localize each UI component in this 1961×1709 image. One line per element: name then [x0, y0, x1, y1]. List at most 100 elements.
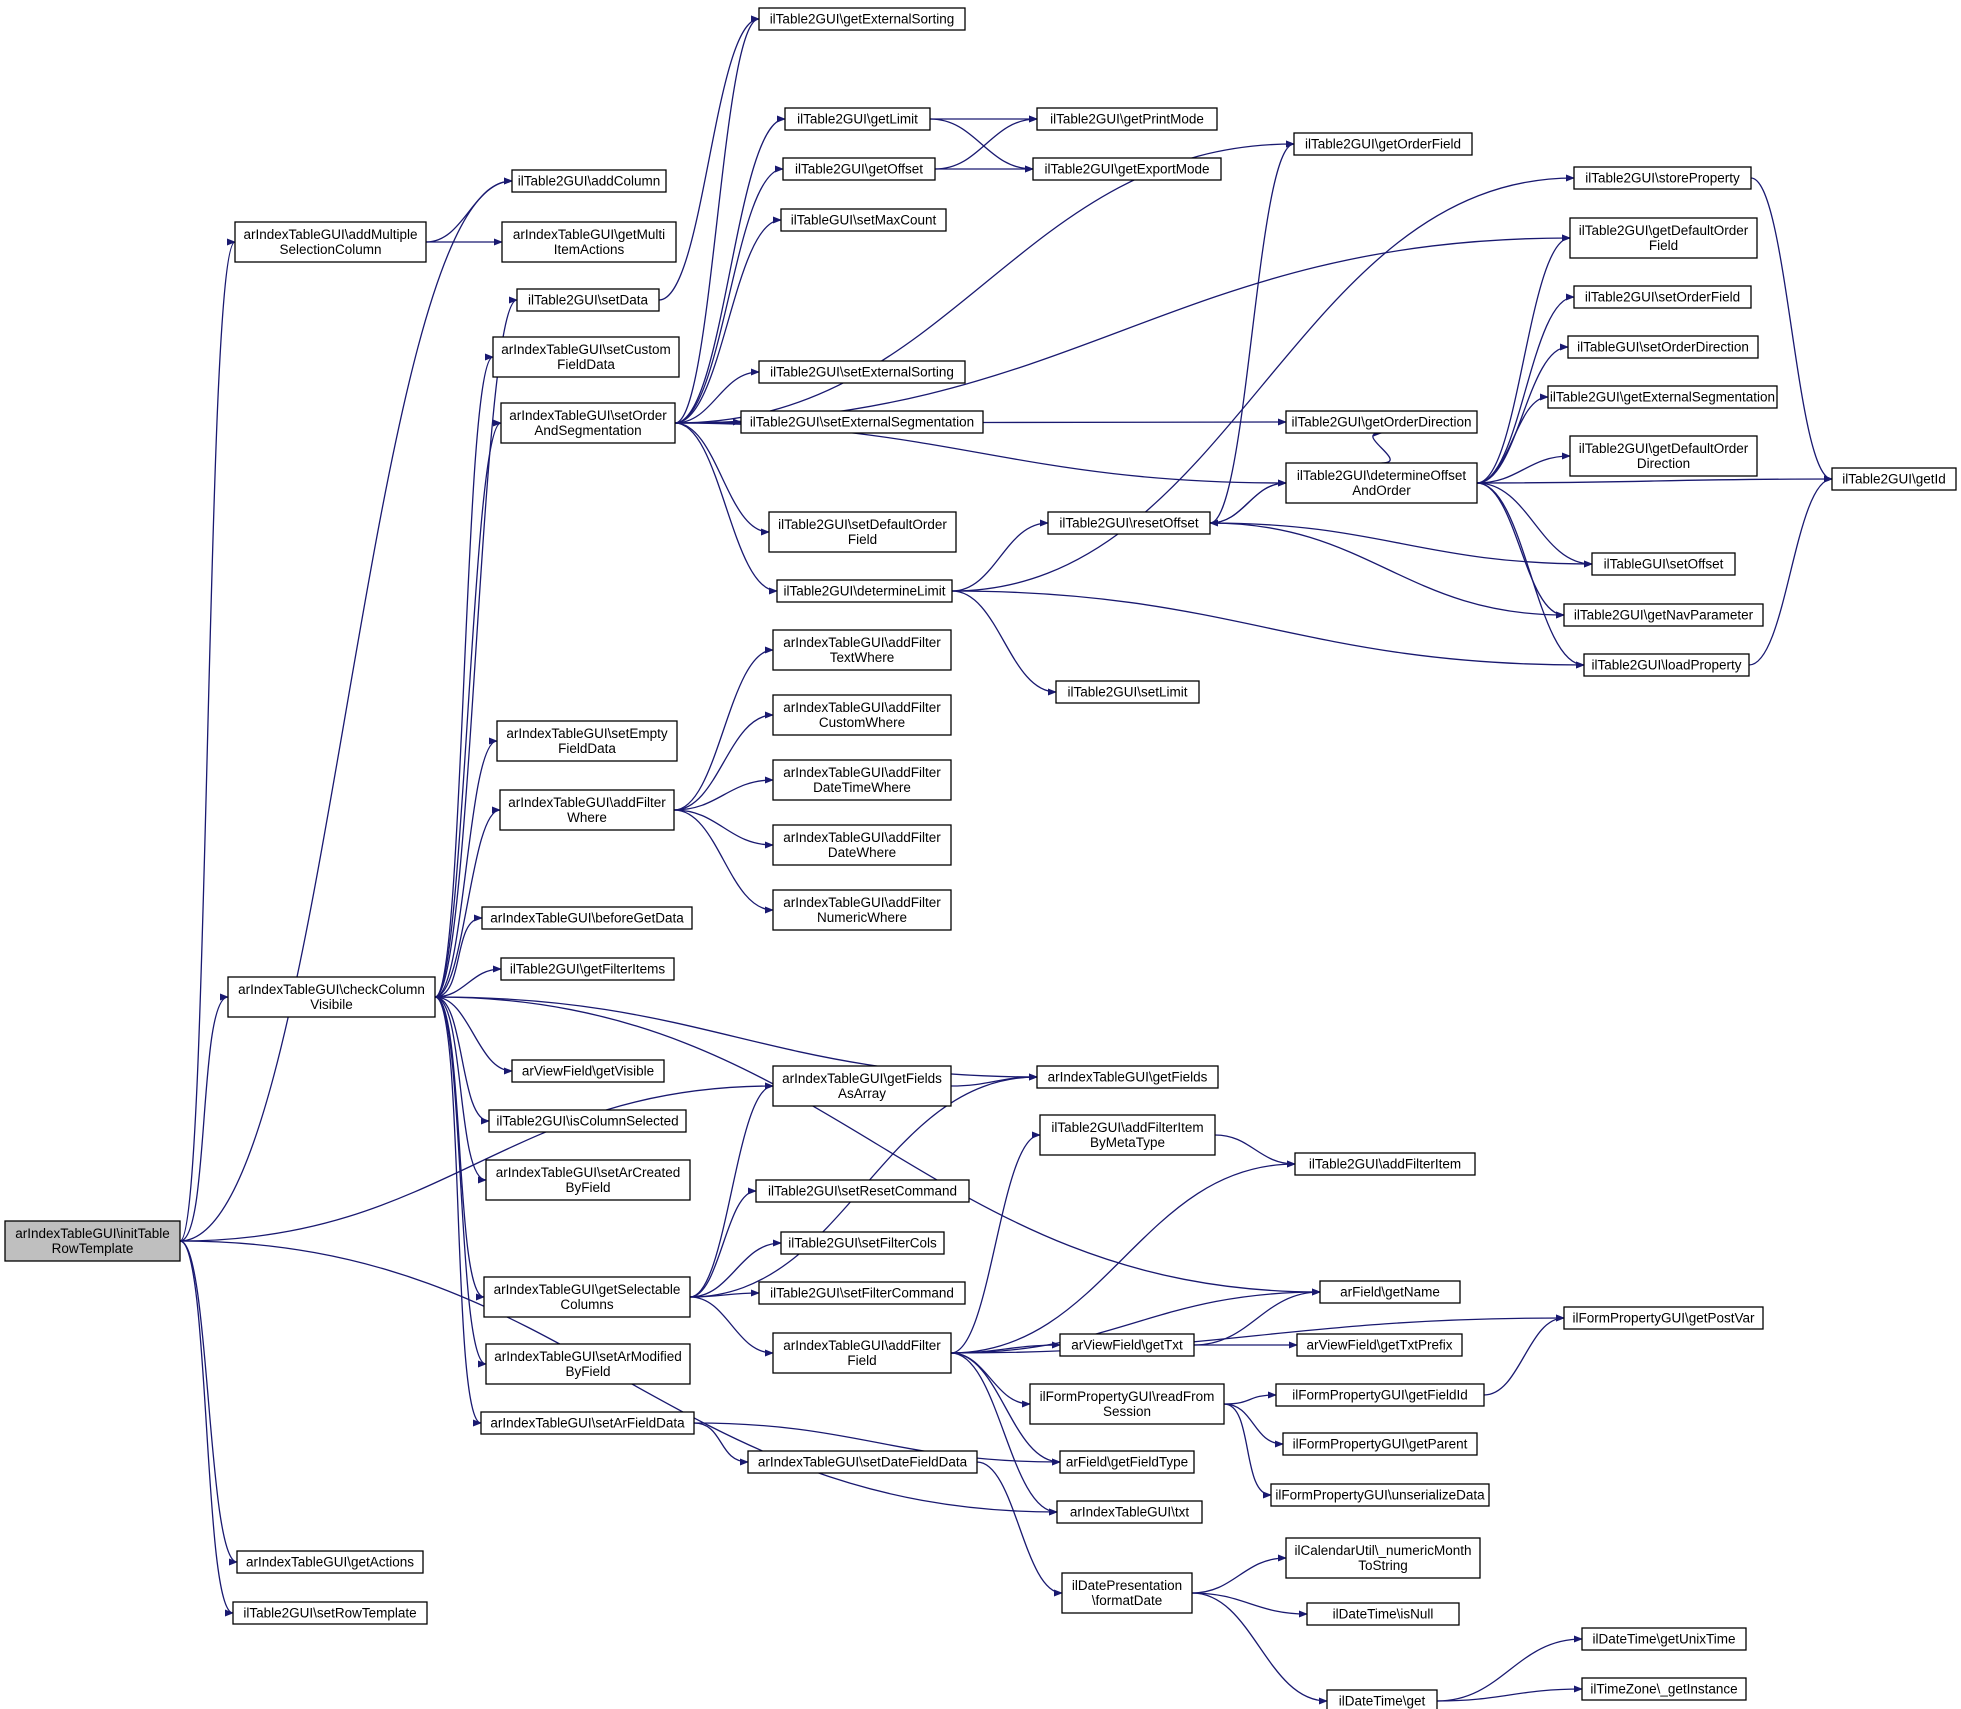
- node-getLimit[interactable]: ilTable2GUI\getLimit: [784, 107, 931, 131]
- node-box: [1275, 1383, 1485, 1407]
- node-isColumnSelected[interactable]: ilTable2GUI\isColumnSelected: [488, 1109, 687, 1133]
- node-getId[interactable]: ilTable2GUI\getId: [1831, 467, 1957, 491]
- node-loadProperty[interactable]: ilTable2GUI\loadProperty: [1583, 653, 1750, 677]
- node-setResetCommand[interactable]: ilTable2GUI\setResetCommand: [755, 1179, 970, 1203]
- node-setFilterCols[interactable]: ilTable2GUI\setFilterCols: [780, 1231, 945, 1255]
- edge-formatDate-to-numericMonthToString: [1191, 1554, 1287, 1594]
- node-label: arIndexTableGUI\addFilter: [783, 830, 941, 845]
- node-getFields[interactable]: arIndexTableGUI\getFields: [1036, 1065, 1219, 1089]
- node-label: ilCalendarUtil\_numericMonth: [1294, 1543, 1471, 1558]
- node-label: arIndexTableGUI\initTable: [15, 1226, 170, 1241]
- edge-getSelectableColumns-to-setFilterCols: [689, 1239, 782, 1298]
- node-setData[interactable]: ilTable2GUI\setData: [516, 288, 660, 312]
- node-txt[interactable]: arIndexTableGUI\txt: [1056, 1500, 1203, 1524]
- node-setOrderDirection[interactable]: ilTableGUI\setOrderDirection: [1567, 335, 1759, 359]
- edge-checkColumnVisibile-to-setCustomFieldData: [434, 353, 494, 998]
- node-label: Session: [1103, 1404, 1151, 1419]
- node-setArFieldData[interactable]: arIndexTableGUI\setArFieldData: [480, 1411, 695, 1435]
- node-setMaxCount[interactable]: ilTableGUI\setMaxCount: [780, 208, 947, 232]
- node-setExternalSegmentation[interactable]: ilTable2GUI\setExternalSegmentation: [740, 410, 984, 434]
- node-label: arIndexTableGUI\setCustom: [501, 342, 671, 357]
- node-addMultipleSelectionColumn[interactable]: arIndexTableGUI\addMultipleSelectionColu…: [234, 221, 427, 263]
- node-label: ilDateTime\get: [1339, 1694, 1426, 1709]
- node-setOffset[interactable]: ilTableGUI\setOffset: [1591, 552, 1736, 576]
- edge-determineOffsetAndOrder-to-getId: [1476, 475, 1833, 484]
- node-getExportMode[interactable]: ilTable2GUI\getExportMode: [1032, 157, 1222, 181]
- node-getFieldType[interactable]: arField\getFieldType: [1059, 1450, 1195, 1474]
- node-label: arIndexTableGUI\addFilter: [783, 895, 941, 910]
- node-determineLimit[interactable]: ilTable2GUI\determineLimit: [776, 579, 953, 603]
- node-getTxt[interactable]: arViewField\getTxt: [1059, 1333, 1195, 1357]
- node-label: SelectionColumn: [279, 242, 381, 257]
- edge-checkColumnVisibile-to-setEmptyFieldData: [434, 737, 498, 998]
- node-getTxtPrefix[interactable]: arViewField\getTxtPrefix: [1296, 1333, 1463, 1357]
- node-label: arIndexTableGUI\beforeGetData: [490, 911, 684, 926]
- node-addFilterItem[interactable]: ilTable2GUI\addFilterItem: [1294, 1152, 1476, 1176]
- edge-dateTimeGet-to-getInstance: [1436, 1685, 1583, 1702]
- node-box: [485, 1343, 691, 1385]
- node-getActions[interactable]: arIndexTableGUI\getActions: [236, 1550, 424, 1574]
- edge-setOrderAndSegmentation-to-getExternalSorting: [674, 15, 760, 424]
- node-getName[interactable]: arField\getName: [1319, 1280, 1461, 1304]
- node-setLimit[interactable]: ilTable2GUI\setLimit: [1055, 680, 1200, 704]
- node-getExternalSegmentation[interactable]: ilTable2GUI\getExternalSegmentation: [1547, 385, 1778, 409]
- node-getInstance[interactable]: ilTimeZone\_getInstance: [1581, 1677, 1747, 1701]
- node-getFilterItems[interactable]: ilTable2GUI\getFilterItems: [500, 957, 675, 981]
- edge-setData-to-getExternalSorting: [658, 15, 760, 301]
- node-storeProperty[interactable]: ilTable2GUI\storeProperty: [1573, 166, 1752, 190]
- node-formatDate[interactable]: ilDatePresentation\formatDate: [1061, 1572, 1193, 1614]
- node-label: Field: [1649, 238, 1678, 253]
- edge-checkColumnVisibile-to-addFilterWhere: [434, 806, 501, 998]
- node-getOrderDirection[interactable]: ilTable2GUI\getOrderDirection: [1285, 410, 1478, 434]
- node-getOffset[interactable]: ilTable2GUI\getOffset: [782, 157, 936, 181]
- node-getOrderField[interactable]: ilTable2GUI\getOrderField: [1293, 132, 1473, 156]
- node-setDateFieldData[interactable]: arIndexTableGUI\setDateFieldData: [747, 1450, 978, 1474]
- node-getNavParameter[interactable]: ilTable2GUI\getNavParameter: [1563, 603, 1764, 627]
- node-getVisible[interactable]: arViewField\getVisible: [511, 1059, 665, 1083]
- edge-resetOffset-to-determineOffsetAndOrder: [1209, 479, 1287, 524]
- node-getUnixTime[interactable]: ilDateTime\getUnixTime: [1581, 1627, 1747, 1651]
- node-resetOffset[interactable]: ilTable2GUI\resetOffset: [1047, 511, 1211, 535]
- node-setFilterCommand[interactable]: ilTable2GUI\setFilterCommand: [758, 1281, 966, 1305]
- node-unserializeData[interactable]: ilFormPropertyGUI\unserializeData: [1270, 1483, 1490, 1507]
- node-label: ilTable2GUI\getDefaultOrder: [1579, 223, 1749, 238]
- node-label: ilTable2GUI\getExternalSorting: [770, 12, 955, 27]
- node-setRowTemplate[interactable]: ilTable2GUI\setRowTemplate: [232, 1601, 428, 1625]
- node-getPostVar[interactable]: ilFormPropertyGUI\getPostVar: [1563, 1306, 1764, 1330]
- node-setOrderField[interactable]: ilTable2GUI\setOrderField: [1573, 285, 1752, 309]
- node-isNull[interactable]: ilDateTime\isNull: [1306, 1602, 1460, 1626]
- node-getExternalSorting[interactable]: ilTable2GUI\getExternalSorting: [758, 7, 966, 31]
- node-getFieldId[interactable]: ilFormPropertyGUI\getFieldId: [1275, 1383, 1485, 1407]
- node-getParent[interactable]: ilFormPropertyGUI\getParent: [1282, 1432, 1478, 1456]
- node-label: arIndexTableGUI\checkColumn: [238, 982, 425, 997]
- node-dateTimeGet[interactable]: ilDateTime\get: [1326, 1689, 1438, 1709]
- node-addColumn[interactable]: ilTable2GUI\addColumn: [511, 169, 667, 193]
- node-getPrintMode[interactable]: ilTable2GUI\getPrintMode: [1036, 107, 1218, 131]
- node-setExternalSorting[interactable]: ilTable2GUI\setExternalSorting: [758, 360, 966, 384]
- node-beforeGetData[interactable]: arIndexTableGUI\beforeGetData: [481, 906, 693, 930]
